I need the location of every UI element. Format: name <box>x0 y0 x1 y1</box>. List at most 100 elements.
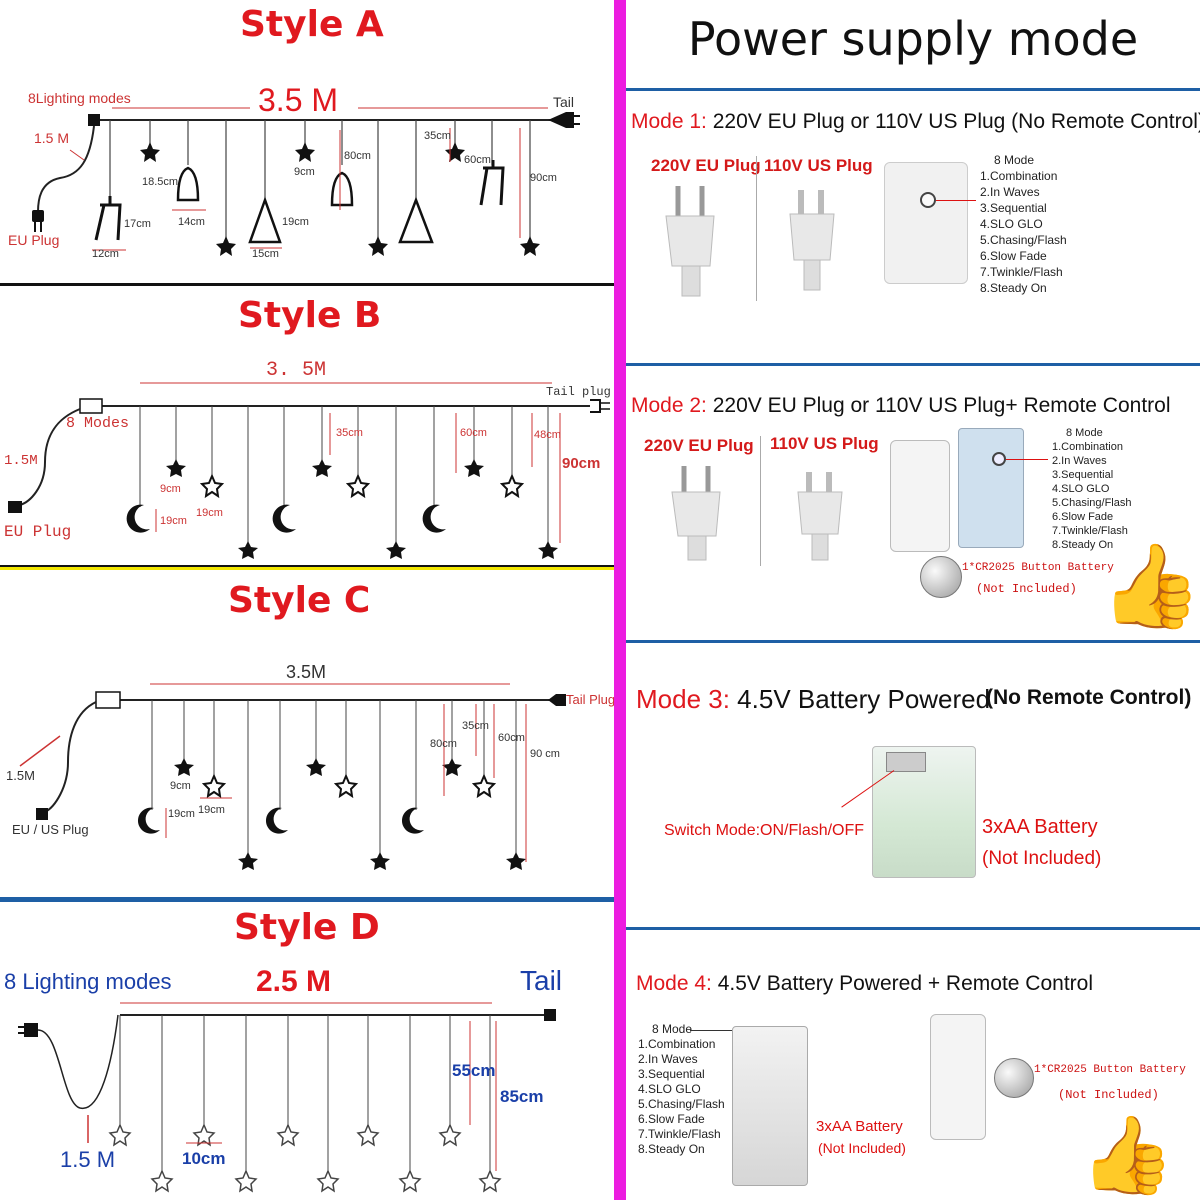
mode2-rule <box>626 640 1200 643</box>
style-a-modes-label: 8Lighting modes <box>28 90 131 106</box>
style-a-dim-60: 60cm <box>464 154 491 166</box>
mode2-modes-title: 8 Mode <box>1066 427 1103 439</box>
mode1-controller-box <box>884 162 968 284</box>
style-b-dim-19b: 19cm <box>196 507 223 519</box>
title-rule <box>626 88 1200 91</box>
mode3-battery-note: (Not Included) <box>982 848 1102 869</box>
style-a-tail: Tail <box>553 94 575 110</box>
mode1-mode-item: 8.Steady On <box>980 281 1047 295</box>
mode4-button-battery-note: (Not Included) <box>1058 1088 1159 1102</box>
style-b-dim-35: 35cm <box>336 427 363 439</box>
mode2-text: 220V EU Plug or 110V US Plug+ Remote Con… <box>706 394 1171 417</box>
style-c-dim-35: 35cm <box>462 720 489 732</box>
mode4-mode-item: 8.Steady On <box>638 1142 705 1156</box>
mode2-mode-item: 3.Sequential <box>1052 469 1114 481</box>
style-d-modes-label: 8 Lighting modes <box>4 969 172 994</box>
mode4-coin-battery <box>994 1058 1034 1098</box>
style-b-dim-19a: 19cm <box>160 515 187 527</box>
style-a-dim-15: 15cm <box>252 248 279 260</box>
style-d-length: 2.5 M <box>256 965 332 998</box>
mode1-us-plug-icon <box>789 190 835 291</box>
style-a-diagram <box>32 107 580 256</box>
mode1-mode-item: 6.Slow Fade <box>980 249 1047 263</box>
mode3-heading: Mode 3: 4.5V Battery Powered <box>636 684 990 715</box>
mode2-controller-box <box>958 428 1024 548</box>
style-a-title: Style A <box>240 4 384 45</box>
mode3-prefix: Mode 3: <box>636 684 730 714</box>
style-a-dim-14: 14cm <box>178 216 205 228</box>
style-c-plug: EU / US Plug <box>12 822 89 837</box>
mode4-modes-title: 8 Mode <box>652 1022 693 1036</box>
style-c-cable: 1.5M <box>6 768 35 783</box>
style-a-divider <box>0 283 614 286</box>
style-a-cable: 1.5 M <box>34 130 70 146</box>
style-b-title: Style B <box>238 295 382 336</box>
style-c-dim-9: 9cm <box>170 780 191 792</box>
mode4-mode-item: 7.Twinkle/Flash <box>638 1127 721 1141</box>
mode3-text: 4.5V Battery Powered <box>729 684 991 714</box>
mode3-switch <box>886 752 926 772</box>
style-b-dim-60: 60cm <box>460 427 487 439</box>
mode2-prefix: Mode 2: <box>631 394 707 417</box>
style-b-diagram <box>8 382 610 559</box>
mode1-text: 220V EU Plug or 110V US Plug (No Remote … <box>706 110 1200 133</box>
style-b-panel: Style B <box>0 287 614 567</box>
mode2-mode-item: 7.Twinkle/Flash <box>1052 525 1128 537</box>
power-supply-title: Power supply mode <box>687 12 1139 66</box>
mode2-plug-divider <box>760 436 761 566</box>
mode2-remote-control <box>890 440 950 552</box>
mode4-button-battery-label: 1*CR2025 Button Battery <box>1034 1064 1186 1076</box>
mode4-mode-item: 5.Chasing/Flash <box>638 1097 725 1111</box>
style-b-dim-90: 90cm <box>562 455 601 472</box>
style-a-dim-18-5: 18.5cm <box>142 176 179 188</box>
mode3-rule <box>626 927 1200 930</box>
style-a-panel: Style A <box>0 0 614 284</box>
mode4-battery-note: (Not Included) <box>818 1140 906 1156</box>
mode4-mode-item: 6.Slow Fade <box>638 1112 705 1126</box>
style-a-dim-90: 90cm <box>530 172 557 184</box>
mode1-prefix: Mode 1: <box>631 110 707 133</box>
mode2-leader-line <box>1006 459 1048 460</box>
style-a-length: 3.5 M <box>258 82 339 118</box>
style-c-panel: Style C <box>0 572 614 896</box>
mode1-mode-item: 3.Sequential <box>980 201 1047 215</box>
mode2-mode-item: 2.In Waves <box>1052 455 1107 467</box>
mode1-modes-title: 8 Mode <box>994 153 1035 167</box>
mode1-modes-list: 8 Mode 1.Combination 2.In Waves 3.Sequen… <box>980 152 1067 296</box>
style-c-length: 3.5M <box>286 662 327 682</box>
style-c-dim-90: 90 cm <box>530 748 560 760</box>
mode4-mode-item: 3.Sequential <box>638 1067 705 1081</box>
mode4-heading: Mode 4: 4.5V Battery Powered + Remote Co… <box>636 972 1093 996</box>
mode2-coin-battery <box>920 556 962 598</box>
mode1-controller-button <box>920 192 936 208</box>
style-a-dim-12: 12cm <box>92 248 119 260</box>
mode2-mode-item: 4.SLO GLO <box>1052 483 1110 495</box>
mode1-mode-item: 1.Combination <box>980 169 1058 183</box>
style-b-cable: 1.5M <box>4 453 38 469</box>
style-b-divider <box>0 565 614 568</box>
style-d-panel: Style D <box>0 903 614 1200</box>
mode2-us-plug-icon <box>797 472 843 561</box>
mode2-mode-item: 5.Chasing/Flash <box>1052 497 1132 509</box>
mode4-mode-item: 1.Combination <box>638 1037 716 1051</box>
mode2-mode-item: 8.Steady On <box>1052 539 1114 551</box>
style-d-dim-55: 55cm <box>452 1061 496 1080</box>
mode1-us-plug-label: 110V US Plug <box>764 156 873 175</box>
style-c-divider <box>0 897 614 902</box>
mode1-eu-plug-icon <box>665 186 715 297</box>
mode4-mode-item: 2.In Waves <box>638 1052 698 1066</box>
mode1-mode-item: 4.SLO GLO <box>980 217 1043 231</box>
mode4-modes-list: 8 Mode 1.Combination 2.In Waves 3.Sequen… <box>638 1022 725 1157</box>
mode4-leader-line <box>690 1030 740 1031</box>
mode2-heading: Mode 2: 220V EU Plug or 110V US Plug+ Re… <box>631 394 1171 418</box>
mode4-text: 4.5V Battery Powered + Remote Control <box>711 972 1093 995</box>
style-c-dim-19b: 19cm <box>198 804 225 816</box>
style-c-dim-60: 60cm <box>498 732 525 744</box>
style-b-modes: 8 Modes <box>66 415 130 432</box>
mode1-mode-item: 7.Twinkle/Flash <box>980 265 1063 279</box>
mode2-eu-plug-label: 220V EU Plug <box>644 436 754 455</box>
mode1-rule <box>626 363 1200 366</box>
mode3-battery-label: 3xAA Battery <box>982 816 1098 838</box>
mode2-controller-button <box>992 452 1006 466</box>
style-b-tail: Tail plug <box>546 385 611 399</box>
